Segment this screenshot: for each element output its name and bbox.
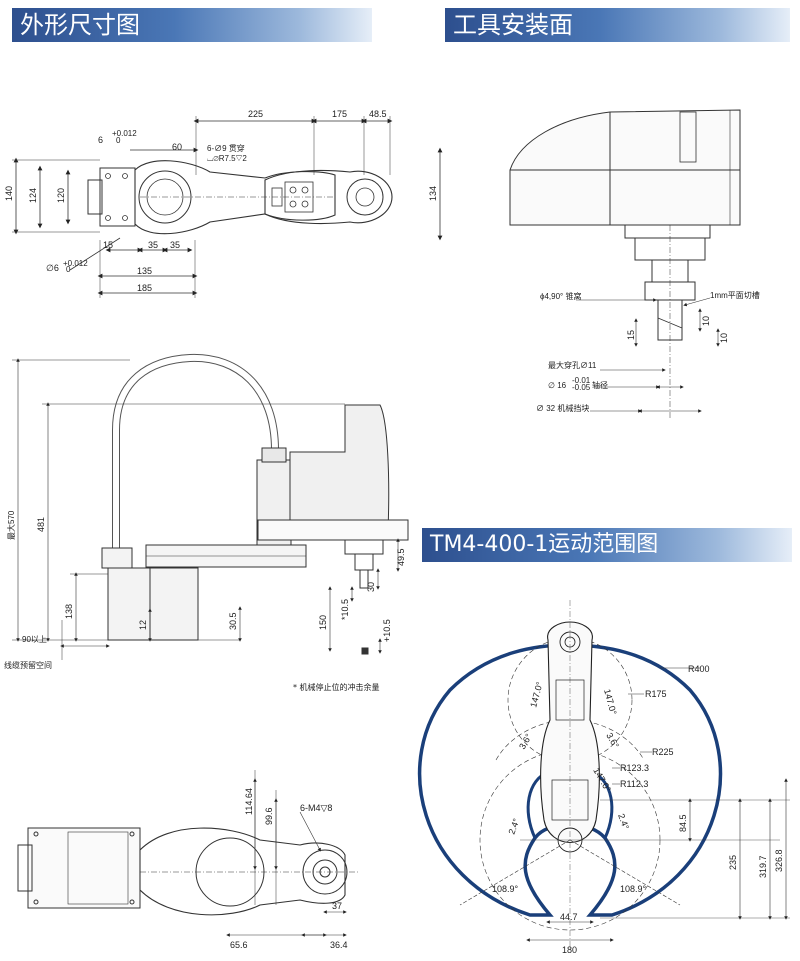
dim-140: 140	[4, 186, 14, 201]
dim-6: 6	[98, 135, 103, 145]
dim-124: 124	[28, 188, 38, 203]
dim-15: 15	[103, 240, 113, 250]
top-view-labels: 225 175 48.5 6 +0.012 0 60 6-∅9 贯穿 ⌴∅R7.…	[4, 109, 438, 293]
flat-label: 1mm平面切槽	[710, 290, 760, 300]
dim-30: 30	[366, 582, 376, 592]
dim-48-5: 48.5	[369, 109, 387, 119]
dim-134: 134	[428, 186, 438, 201]
dim-481: 481	[36, 517, 46, 532]
dim-44-7: 44.7	[560, 912, 578, 922]
dim-120: 120	[56, 188, 66, 203]
tool-mount-view	[509, 109, 741, 420]
dim-60: 60	[172, 142, 182, 152]
dim-phi6: ∅6	[46, 263, 59, 273]
dim-84-5: 84.5	[678, 814, 688, 832]
tol-lower-2: 0	[66, 265, 71, 274]
dim-6-m4: 6-M4▽8	[300, 803, 332, 813]
dim-319-7: 319.7	[758, 855, 768, 878]
dim-star-10-5: *10.5	[340, 599, 350, 620]
angle-108-left: 108.9°	[492, 884, 519, 894]
header-tool-text: 工具安装面	[453, 11, 573, 39]
header-outline-text: 外形尺寸图	[20, 11, 140, 39]
side-view	[12, 353, 409, 660]
header-range-text: TM4-400-1运动范围图	[430, 532, 659, 557]
shaft-tol-upper: -0.01	[572, 376, 591, 385]
stop-label: ∅ 32 机械挡块	[536, 403, 589, 413]
cone-label: ϕ4,90° 锥窝	[540, 291, 581, 301]
dim-49-5: 49.5	[396, 548, 406, 566]
dim-235: 235	[728, 855, 738, 870]
side-view-labels: 最大570 481 138 12 30.5 150 *10.5 30 49.5 …	[4, 510, 406, 692]
tool-dim-10a: 10	[701, 316, 711, 326]
max-hole-label: 最大穿孔∅11	[548, 360, 597, 370]
dim-99-6: 99.6	[264, 807, 274, 825]
dim-35a: 35	[148, 240, 158, 250]
dim-150: 150	[318, 615, 328, 630]
bottom-view-labels: 114.64 99.6 6-M4▽8 37 65.6 36.4	[230, 788, 348, 950]
cable-clearance-b: 线缆预留空间	[4, 660, 52, 670]
dim-138: 138	[64, 604, 74, 619]
range-diagram	[418, 600, 790, 950]
dim-65-6: 65.6	[230, 940, 248, 950]
cable-clearance-a: 90以上	[22, 635, 47, 644]
tool-dim-15: 15	[626, 330, 636, 340]
dim-180: 180	[562, 945, 577, 955]
tol-lower: 0	[116, 136, 121, 145]
header-tool-mount: 工具安装面	[445, 8, 790, 42]
r175: R175	[645, 689, 667, 699]
dim-185: 185	[137, 283, 152, 293]
dim-326-8: 326.8	[774, 849, 784, 872]
r225: R225	[652, 747, 674, 757]
dim-12: 12	[138, 620, 148, 630]
shaft-label-b: 轴径	[592, 380, 608, 390]
angle-108-right: 108.9°	[620, 884, 647, 894]
tol-upper: +0.012	[112, 129, 137, 138]
hole-note-1: 6-∅9 贯穿	[207, 143, 245, 153]
bottom-view	[17, 770, 360, 937]
tool-mount-labels: ϕ4,90° 锥窝 1mm平面切槽 15 10 10 最大穿孔∅11 ∅ 16 …	[536, 290, 760, 413]
r123-3: R123.3	[620, 763, 649, 773]
dim-37: 37	[332, 901, 342, 911]
dim-35b: 35	[170, 240, 180, 250]
footnote: * 机械停止位的冲击余量	[293, 682, 380, 692]
dim-36-4: 36.4	[330, 940, 348, 950]
top-view	[12, 116, 443, 298]
dim-225: 225	[248, 109, 263, 119]
tool-dim-10b: 10	[719, 333, 729, 343]
header-outline-dimensions: 外形尺寸图	[12, 8, 372, 42]
header-motion-range: TM4-400-1运动范围图	[422, 528, 792, 562]
dim-plus-10-5: +10.5	[382, 619, 392, 642]
dim-30-5: 30.5	[228, 612, 238, 630]
dim-114-64: 114.64	[244, 788, 254, 815]
shaft-label-a: ∅ 16	[548, 381, 567, 390]
tol-upper-2: +0.012	[63, 259, 88, 268]
dim-max-570: 最大570	[6, 510, 16, 540]
r400: R400	[688, 664, 710, 674]
dim-175: 175	[332, 109, 347, 119]
dim-135: 135	[137, 266, 152, 276]
shaft-tol-lower: -0.05	[572, 383, 591, 392]
r112-3: R112.3	[620, 779, 648, 789]
hole-note-2: ⌴∅R7.5▽2	[207, 154, 247, 163]
